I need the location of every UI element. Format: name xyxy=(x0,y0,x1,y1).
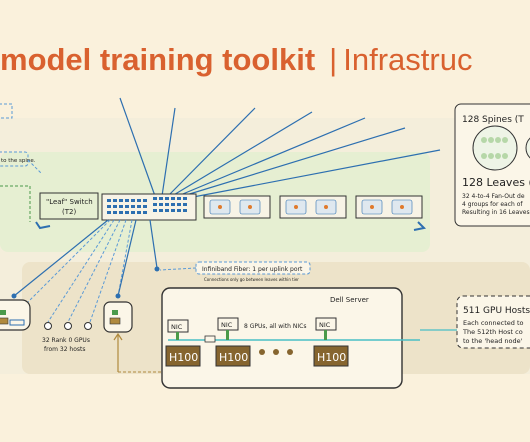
bus-connector xyxy=(204,335,216,343)
gpu-ellipsis xyxy=(259,349,293,355)
host-node-mid xyxy=(103,301,133,333)
gpu-1: H100 xyxy=(165,345,201,367)
svg-text:H100: H100 xyxy=(317,351,346,364)
page-title: model training toolkit |Infrastruc xyxy=(0,42,530,90)
nic-links xyxy=(176,330,327,340)
leaf-downlinks xyxy=(13,219,158,297)
infiniband-subnote: Connections only go between leaves withi… xyxy=(204,277,299,282)
infiniband-callout-text: Infiniband Fiber: 1 per uplink port xyxy=(202,266,303,273)
nic-3: NIC xyxy=(315,317,337,331)
leaf-switch-2 xyxy=(203,195,271,219)
downlink-dot-1 xyxy=(115,293,121,299)
leaves-note-1: 32 4-to-4 Fan-Out de xyxy=(462,193,525,200)
leaf-switch-main xyxy=(101,193,197,221)
svg-text:H100: H100 xyxy=(219,351,248,364)
gpu-note: 8 GPUs, all with NICs xyxy=(244,323,306,330)
leaf-switch-label-2: (T2) xyxy=(62,208,76,216)
spine-uplinks xyxy=(119,97,441,199)
nic-1: NIC xyxy=(167,319,189,333)
title-main: model training toolkit xyxy=(0,42,316,77)
rank-node-2 xyxy=(64,322,72,330)
host-node-mid-gpu xyxy=(109,317,121,325)
leaf-bracket-right xyxy=(413,221,427,231)
hosts-line-2: The 512th Host co xyxy=(462,328,523,336)
spine-group-2 xyxy=(525,137,530,159)
spine-callout-box xyxy=(0,151,29,167)
nic-2: NIC xyxy=(217,317,239,331)
spine-callout-text: to the spine. xyxy=(1,158,36,164)
hosts-panel xyxy=(456,295,530,349)
infiniband-pointer xyxy=(159,267,197,271)
leaves-note-2: 4 groups for each of xyxy=(462,201,523,208)
leaf-fanout xyxy=(17,219,133,323)
host-node-left-port xyxy=(9,319,25,326)
spine-group-1 xyxy=(472,125,518,171)
host-node-left-nic xyxy=(0,310,6,315)
svg-text:H100: H100 xyxy=(169,351,198,364)
spine-group-1-nodes xyxy=(481,137,508,159)
spines-label: 128 Spines (T xyxy=(462,115,524,125)
host-node-left-gpu xyxy=(0,317,9,325)
hosts-title: 511 GPU Hosts xyxy=(463,306,530,316)
leaves-note-3: Resulting in 16 Leaves xyxy=(462,209,530,216)
downlink-dot-3 xyxy=(11,293,17,299)
infiniband-callout-box xyxy=(195,261,311,275)
svg-text:NIC: NIC xyxy=(221,321,233,329)
spine-callout-pointer xyxy=(27,159,43,175)
hosts-line-3: to the 'head node' xyxy=(463,337,523,345)
rank-note-2: from 32 hosts xyxy=(44,346,86,353)
leaf-switch-3 xyxy=(279,195,347,219)
hosts-line-1: Each connected to xyxy=(463,319,524,327)
title-separator: | xyxy=(329,42,338,77)
host-node-mid-nic xyxy=(112,310,118,315)
gpu-3: H100 xyxy=(313,345,349,367)
leaf-switch-4 xyxy=(355,195,423,219)
leaf-bracket-left xyxy=(35,221,51,230)
gpu-2: H100 xyxy=(215,345,251,367)
svg-text:NIC: NIC xyxy=(171,323,183,331)
leaf-switch-label-1: "Leaf" Switch xyxy=(46,198,93,206)
leaves-label: 128 Leaves (T xyxy=(462,176,530,189)
server-label: Dell Server xyxy=(330,296,369,304)
downlink-dot-2 xyxy=(154,266,160,272)
rank-note-1: 32 Rank 0 GPUs xyxy=(42,337,90,344)
rank-node-1 xyxy=(44,322,52,330)
leaf-switch-label-box xyxy=(39,192,99,220)
left-callout-top xyxy=(0,103,13,119)
title-section: Infrastruc xyxy=(343,42,473,77)
svg-text:NIC: NIC xyxy=(319,321,331,329)
rank-node-3 xyxy=(84,322,92,330)
orange-arrow xyxy=(113,332,123,372)
